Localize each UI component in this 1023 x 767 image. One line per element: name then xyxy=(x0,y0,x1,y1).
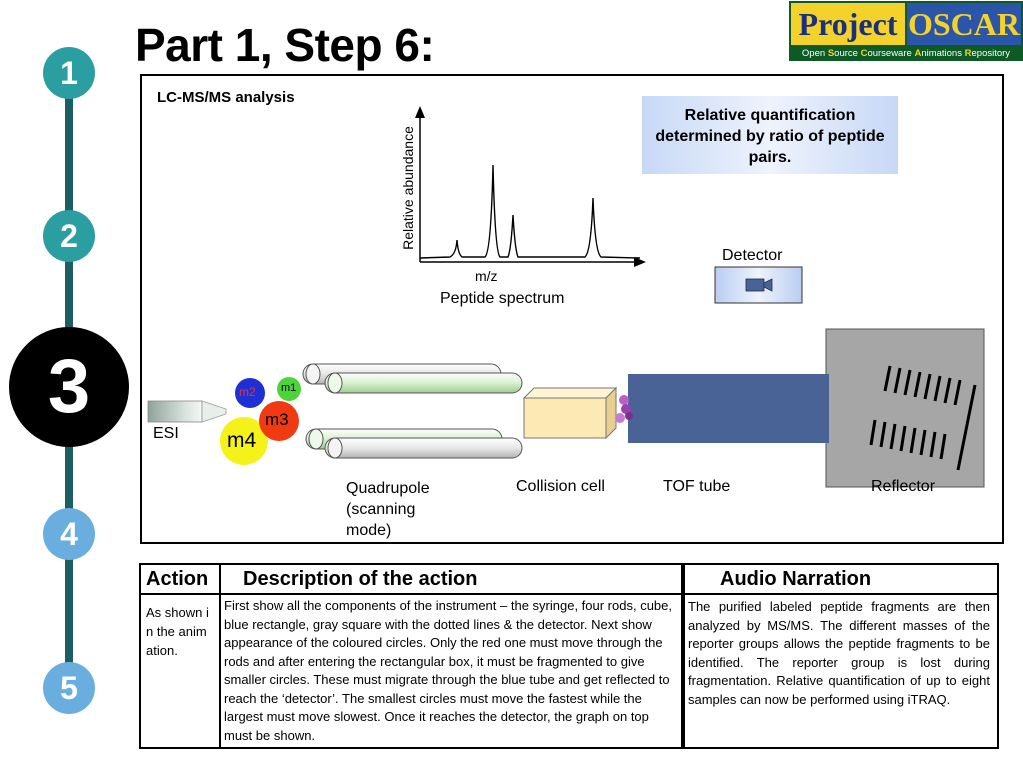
description-cell: First show all the components of the ins… xyxy=(224,598,672,743)
ion-m4 xyxy=(220,417,268,465)
ion-m1 xyxy=(277,377,301,401)
step-4-button[interactable]: 4 xyxy=(43,508,95,560)
tof-tube-label: TOF tube xyxy=(663,478,731,495)
project-oscar-logo: Project OSCAR Open Source Courseware Ani… xyxy=(789,1,1023,61)
collision-cell xyxy=(522,386,618,440)
quadrupole-label: Quadrupole (scanning mode) xyxy=(346,480,430,539)
ion-m3-label: m3 xyxy=(265,410,289,429)
step-3-button-current[interactable]: 3 xyxy=(9,327,129,447)
reflector-plates xyxy=(869,365,977,471)
quadrupole-rods xyxy=(302,363,523,459)
step-5-button[interactable]: 5 xyxy=(43,662,95,714)
tof-tube xyxy=(628,374,829,443)
reflector xyxy=(825,328,985,488)
table-header-audio: Audio Narration xyxy=(720,568,872,590)
table-col-divider-2 xyxy=(681,563,685,749)
spectrum-x-arrow xyxy=(634,257,646,267)
logo-subtitle: Open Source Courseware Animations Reposi… xyxy=(801,48,1011,59)
ion-m4-label: m4 xyxy=(227,429,257,452)
diagram-heading: LC-MS/MS analysis xyxy=(157,89,295,106)
ion-m2-label: m2 xyxy=(239,385,256,399)
ion-m2 xyxy=(235,378,265,408)
collision-cell-label: Collision cell xyxy=(516,478,605,495)
spectrum-trace xyxy=(419,164,641,259)
table-header-description: Description of the action xyxy=(243,568,478,590)
quantification-note: Relative quantification determined by ra… xyxy=(642,96,898,174)
spectrum-x-label: m/z xyxy=(475,268,498,284)
table-col-divider-1 xyxy=(219,563,221,749)
storyboard-table xyxy=(139,563,999,749)
logo-word-oscar: OSCAR xyxy=(907,3,1021,45)
spectrum-y-arrow xyxy=(415,106,425,118)
diagram-frame xyxy=(140,74,1004,544)
audio-narration-cell: The purified labeled peptide fragments a… xyxy=(688,599,990,707)
esi-syringe xyxy=(147,400,227,423)
ion-m1-label: m1 xyxy=(281,382,297,394)
step-1-button[interactable]: 1 xyxy=(43,47,95,99)
camera-icon xyxy=(745,278,773,292)
step-2-button[interactable]: 2 xyxy=(43,210,95,262)
page-title: Part 1, Step 6: xyxy=(135,19,435,71)
table-header-action: Action xyxy=(146,568,209,590)
spectrum-chart xyxy=(415,106,646,267)
logo-word-project: Project xyxy=(791,3,905,45)
reflector-label: Reflector xyxy=(871,478,936,495)
table-header-divider xyxy=(139,593,999,595)
spectrum-caption: Peptide spectrum xyxy=(440,290,565,307)
esi-label: ESI xyxy=(153,425,179,442)
detector-label: Detector xyxy=(722,247,783,264)
action-cell: As shown in the animation. xyxy=(146,605,209,658)
fragment-ions xyxy=(615,395,633,423)
ion-m3 xyxy=(259,401,299,441)
spectrum-y-label: Relative abundance xyxy=(400,126,416,250)
